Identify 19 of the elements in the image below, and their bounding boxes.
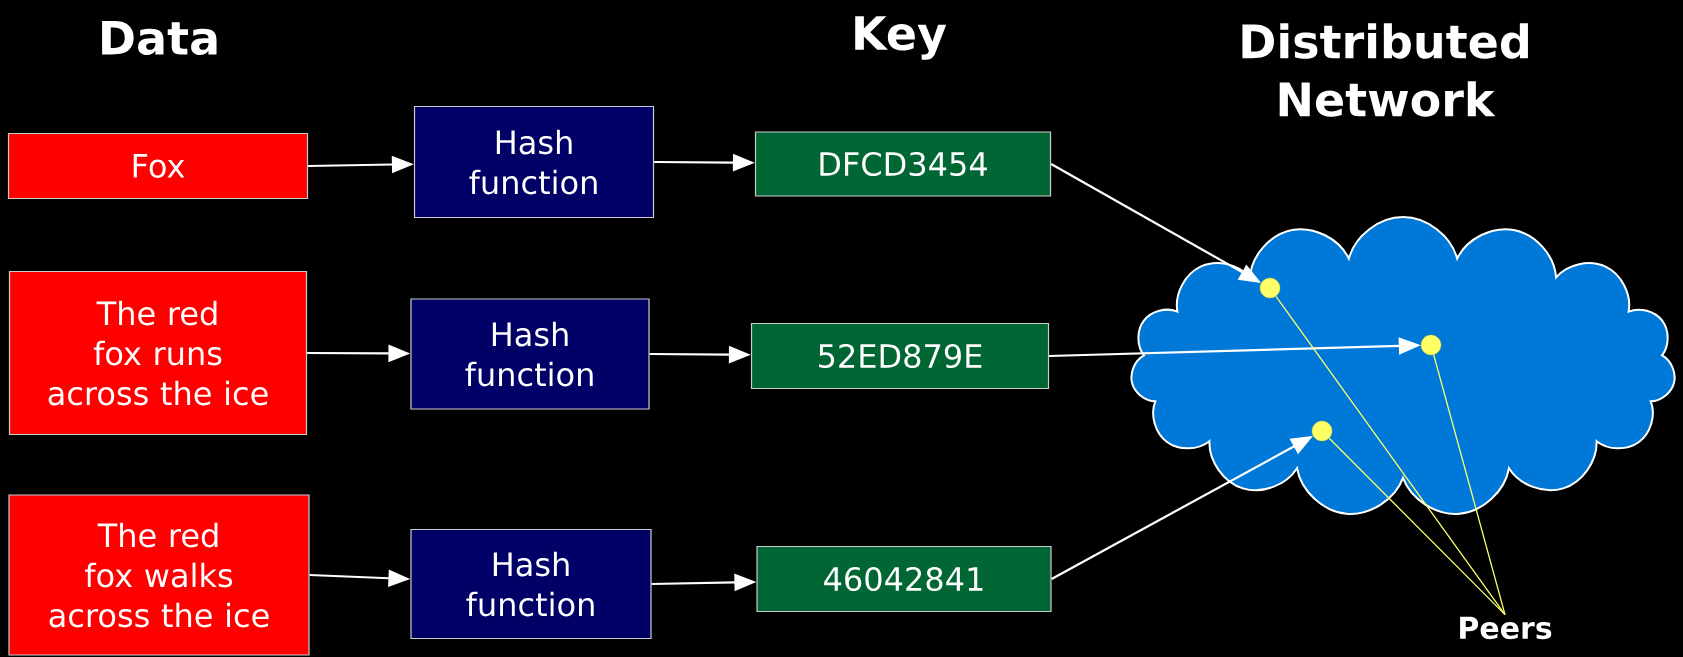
hash-function-box: Hash function [410, 298, 650, 410]
column-heading: Data [102, 20, 217, 56]
peer-dot [1311, 420, 1333, 442]
leader-line [1328, 437, 1506, 616]
column-heading: Key [855, 16, 947, 60]
peers-label: Peers [1460, 616, 1552, 640]
leader-line [1433, 354, 1506, 616]
network-cloud [1130, 216, 1676, 515]
peer-dot [1259, 277, 1281, 299]
key-box: 52ED879E [750, 322, 1050, 390]
input-box: The red fox walks across the ice [8, 494, 310, 656]
input-box: Fox [7, 132, 309, 200]
input-box: The red fox runs across the ice [8, 270, 308, 436]
hash-function-box: Hash function [410, 528, 652, 640]
hash-function-box: Hash function [413, 105, 655, 219]
key-box: 46042841 [756, 545, 1052, 613]
peer-dot [1420, 334, 1442, 356]
key-box: DFCD3454 [754, 131, 1052, 197]
column-heading: Distributed Network [1242, 23, 1528, 117]
